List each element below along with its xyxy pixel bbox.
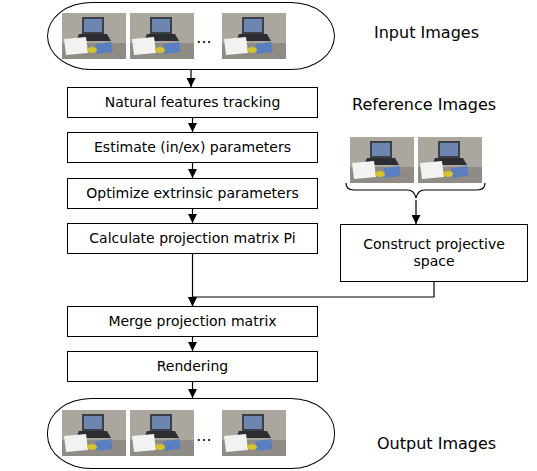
box-text: Merge projection matrix: [108, 313, 276, 330]
input-photo: [222, 13, 286, 59]
heading-text: Reference Images: [352, 95, 496, 114]
box-text: Optimize extrinsic parameters: [86, 185, 298, 202]
flow-arrow: [192, 209, 193, 223]
output-photo: [130, 410, 194, 456]
ellipsis-mark: ...: [196, 30, 211, 46]
process-box: Merge projection matrix: [67, 306, 318, 337]
bracket: [346, 183, 485, 198]
image-sequence: Output Images: [47, 398, 335, 469]
heading-text: Input Images: [374, 23, 479, 42]
ellipsis-mark: ...: [196, 428, 211, 444]
process-box: Natural features tracking: [67, 87, 318, 118]
box-text: Calculate projection matrix Pi: [89, 230, 295, 247]
flow-arrow: [415, 200, 416, 224]
flow-arrow: [190, 70, 191, 87]
process-box: Optimize extrinsic parameters: [67, 178, 318, 209]
output-photo: [62, 410, 126, 456]
heading-text: Output Images: [377, 434, 496, 453]
flow-arrow: [192, 118, 193, 132]
input-photo: [62, 13, 126, 59]
process-box: Rendering: [67, 351, 318, 382]
reference-photo: [418, 137, 482, 183]
process-box: Construct projective space: [340, 224, 528, 282]
reference-group: Reference Images: [346, 95, 486, 200]
box-text: Estimate (in/ex) parameters: [94, 139, 291, 156]
flow-arrow: [192, 163, 193, 178]
flow-arrow: [193, 282, 435, 306]
flow-arrow: [192, 337, 193, 351]
box-text: Rendering: [157, 358, 229, 375]
box-text: Natural features tracking: [105, 94, 281, 111]
flow-arrow: [192, 382, 193, 398]
reference-photo: [350, 137, 414, 183]
output-photo: [222, 410, 286, 456]
process-box: Estimate (in/ex) parameters: [67, 132, 318, 163]
box-text: Construct projective space: [359, 236, 509, 270]
image-sequence: Input Images: [47, 2, 335, 70]
process-box: Calculate projection matrix Pi: [67, 223, 318, 254]
input-photo: [130, 13, 194, 59]
